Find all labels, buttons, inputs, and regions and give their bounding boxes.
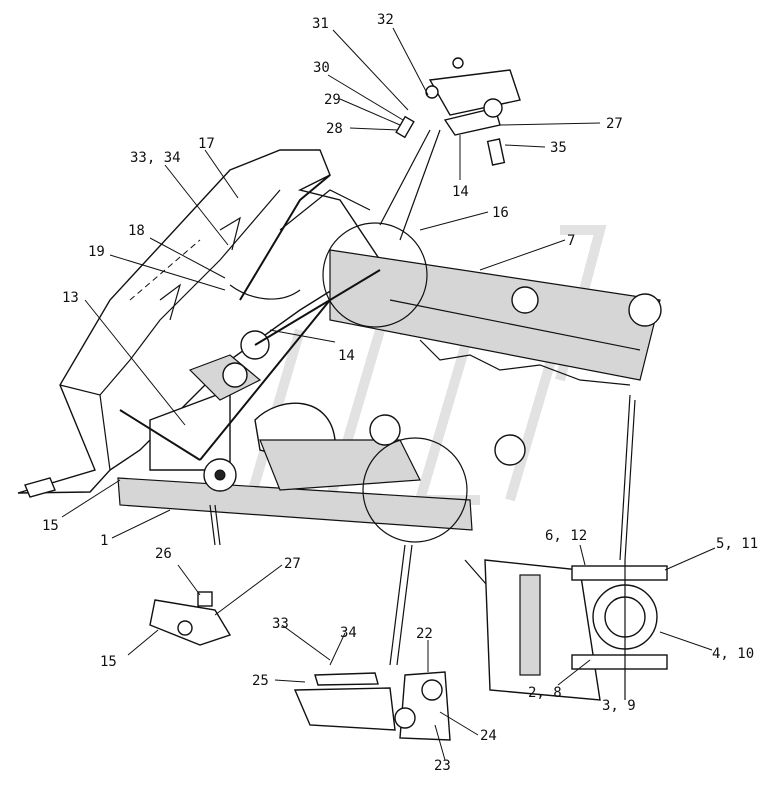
- callout-19: 19: [88, 244, 105, 260]
- clamp-detail: [484, 559, 668, 701]
- lift-arms: [117, 249, 661, 531]
- lower-assembly: [254, 286, 662, 491]
- callout-17: 17: [198, 136, 215, 152]
- leader-lines: [61, 27, 716, 761]
- callout-6-12: 6, 12: [545, 528, 587, 544]
- callout-2-8: 2, 8: [528, 685, 562, 701]
- callout-4-10: 4, 10: [712, 646, 754, 662]
- callout-33-34-top: 33, 34: [130, 150, 181, 166]
- callout-16: 16: [492, 205, 509, 221]
- callout-34: 34: [340, 625, 357, 641]
- pivot-detail: [149, 591, 232, 646]
- callout-7: 7: [567, 233, 575, 249]
- bracket-detail: [293, 671, 451, 741]
- callout-26: 26: [155, 546, 172, 562]
- callout-24: 24: [480, 728, 497, 744]
- bucket: [17, 149, 381, 498]
- callout-labels: 31 32 30 29 28 27 35 14 33, 34 17 16 18 …: [42, 12, 758, 774]
- callout-25: 25: [252, 673, 269, 689]
- callout-23: 23: [434, 758, 451, 774]
- callout-27-bottom: 27: [284, 556, 301, 572]
- callout-35: 35: [550, 140, 567, 156]
- callout-22: 22: [416, 626, 433, 642]
- callout-31: 31: [312, 16, 329, 32]
- callout-15-bottom: 15: [100, 654, 117, 670]
- callout-15-mid: 15: [42, 518, 59, 534]
- callout-33: 33: [272, 616, 289, 632]
- callout-13: 13: [62, 290, 79, 306]
- callout-32: 32: [377, 12, 394, 28]
- callout-14-mid: 14: [338, 348, 355, 364]
- detail-circles: [209, 129, 636, 666]
- callout-1: 1: [100, 533, 108, 549]
- callout-3-9: 3, 9: [602, 698, 636, 714]
- callout-27-top: 27: [606, 116, 623, 132]
- callout-14-top: 14: [452, 184, 469, 200]
- callout-29: 29: [324, 92, 341, 108]
- callout-5-11: 5, 11: [716, 536, 758, 552]
- callout-28: 28: [326, 121, 343, 137]
- callout-30: 30: [313, 60, 330, 76]
- callout-18: 18: [128, 223, 145, 239]
- top-detail: [395, 57, 521, 166]
- cylinder-assembly: [188, 174, 381, 401]
